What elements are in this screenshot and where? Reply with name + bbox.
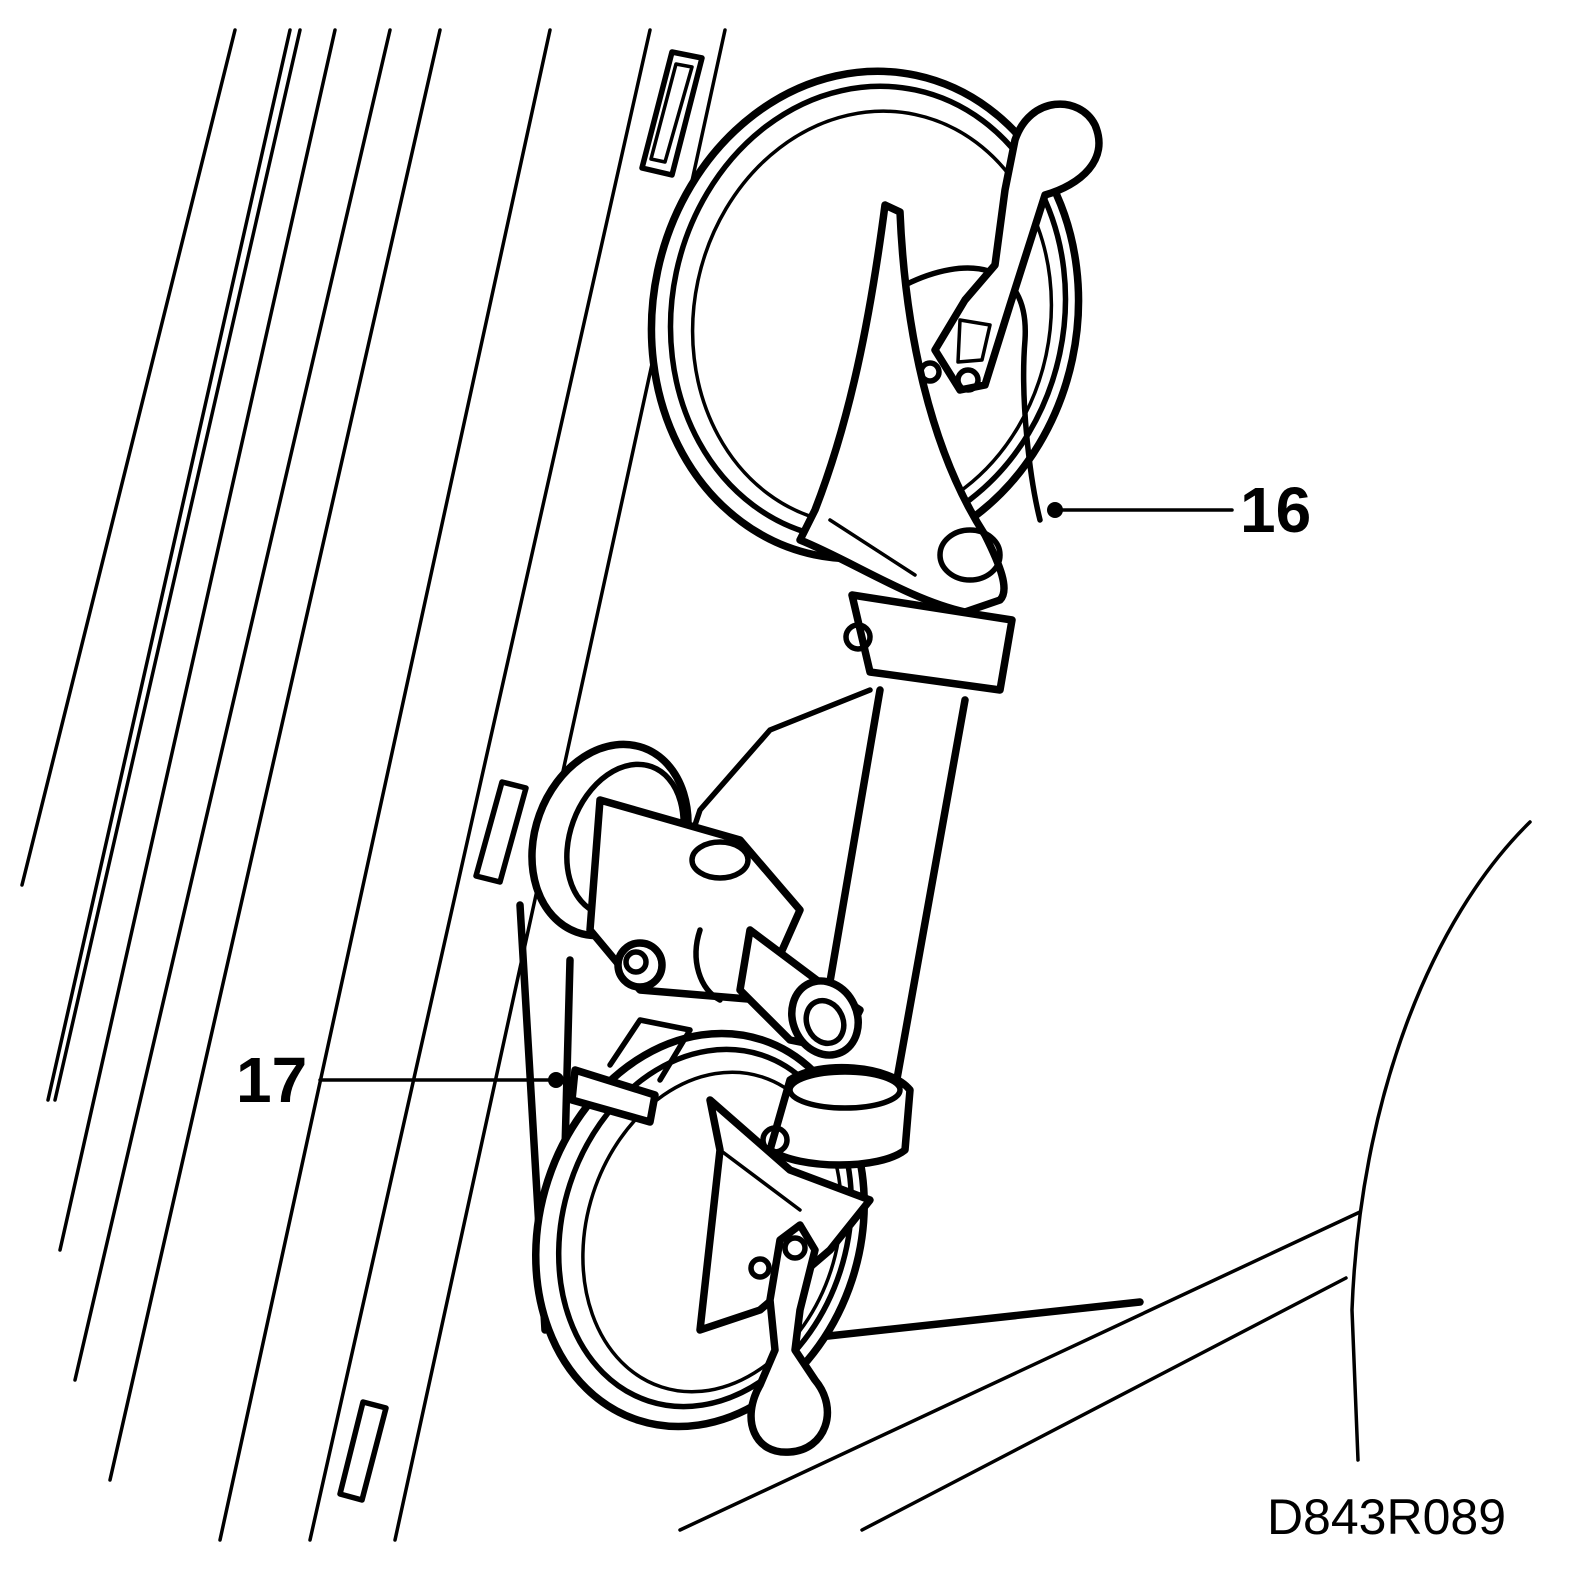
figure-code: D843R089	[1266, 1489, 1506, 1545]
upper-suction-cup	[647, 67, 1103, 616]
callout-leaders	[318, 502, 1234, 1088]
lower-suction-cup	[516, 901, 914, 1456]
connecting-bar	[677, 591, 1016, 1094]
frame-slots	[337, 49, 705, 1503]
grip-assembly	[528, 740, 864, 1059]
callout-17-label: 17	[236, 1044, 308, 1116]
callout-16-label: 16	[1240, 474, 1312, 546]
door-body-lines	[678, 820, 1532, 1532]
leader-16-dot	[1047, 502, 1063, 518]
leader-17-dot	[548, 1072, 564, 1088]
